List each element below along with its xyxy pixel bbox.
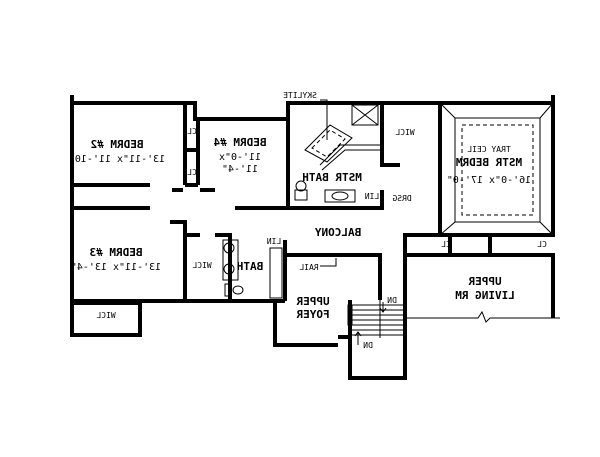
upper-living-label-2: LIVING RM (455, 289, 515, 302)
wicl-label: WICL (192, 261, 211, 270)
linen-label: LIN (267, 237, 282, 246)
upper-foyer-label-1: UPPER (296, 295, 329, 308)
master-bedroom-size: 16'-0"x 17'-0" (447, 175, 531, 186)
wicl-label: WICL (96, 311, 115, 320)
bedroom2-size: 13'-11"x 11'-10" (69, 154, 165, 165)
down-label: DN (387, 296, 397, 305)
drsg-label: DRSG (392, 194, 411, 203)
labels: BEDRM #2 13'-11"x 11'-10" BEDRM #4 11'-0… (69, 91, 547, 350)
rail-label: RAIL (299, 263, 318, 272)
down-label: DN (363, 341, 373, 350)
master-bath-label: MSTR BATH (302, 171, 362, 184)
upper-living-label-1: UPPER (468, 275, 501, 288)
bedroom3-label: BEDRM #3 (90, 246, 143, 259)
closet-label: CL (187, 127, 197, 136)
linen-label: LIN (365, 192, 380, 201)
skylite-label: SKYLITE (283, 91, 317, 100)
closet-label: CL (537, 240, 547, 249)
closet-label: CL (441, 240, 451, 249)
wicl-label: WICL (395, 128, 414, 137)
fixtures (222, 99, 560, 345)
bedroom4-label: BEDRM #4 (213, 136, 266, 149)
tray-ceil-label: TRAY CEIL (467, 145, 511, 154)
bedroom3-size: 13'-11"x 13'-4" (71, 262, 161, 273)
balcony-label: BALCONY (314, 226, 361, 239)
bedroom4-size-2: 11'-4" (222, 164, 258, 175)
upper-foyer-label-2: FOYER (296, 308, 329, 321)
bedroom2-label: BEDRM #2 (91, 138, 144, 151)
closet-label: CL (187, 168, 197, 177)
master-bedroom-label: MSTR BEDRM (456, 156, 523, 169)
bath-label: BATH (237, 260, 264, 273)
bedroom4-size-1: 11'-0"x (219, 152, 261, 163)
